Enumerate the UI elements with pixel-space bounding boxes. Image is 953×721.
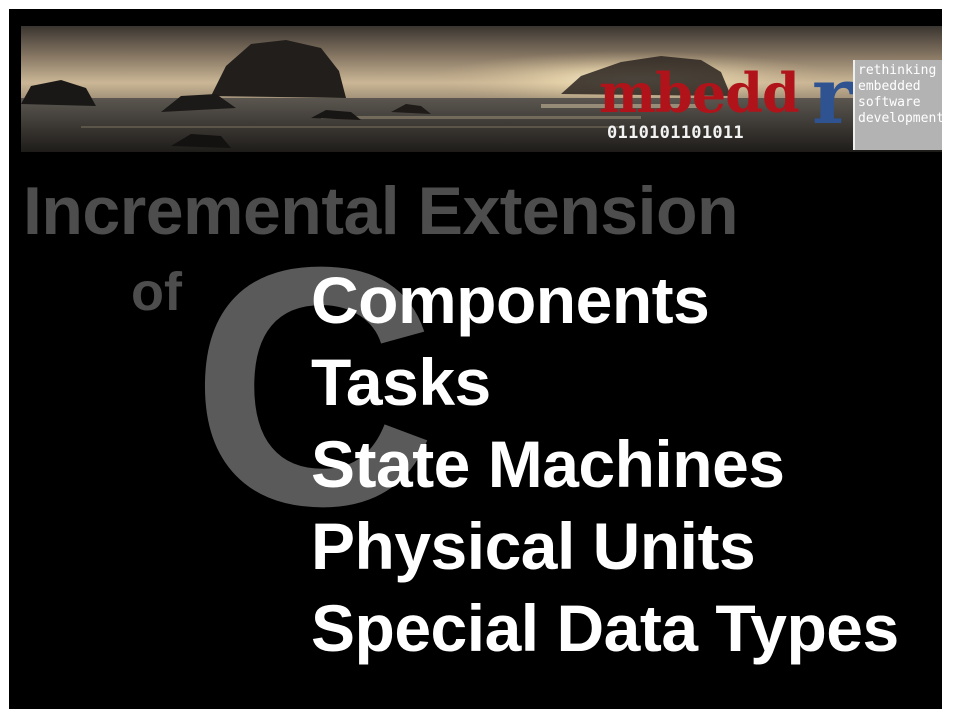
tagline-line: development	[858, 111, 942, 126]
slide: mbedd r 0110101101011 rethinking embedde…	[9, 9, 942, 709]
tagline-line: embedded	[858, 79, 921, 94]
logo-wordmark: mbedd	[599, 61, 800, 125]
tagline-box: rethinking embedded software development	[853, 60, 942, 150]
feature-item: Components	[311, 263, 710, 337]
header-banner: mbedd r 0110101101011 rethinking embedde…	[21, 26, 942, 152]
tagline-line: rethinking	[858, 63, 937, 78]
title-of: of	[131, 262, 182, 322]
sunset-beach-photo	[21, 26, 942, 152]
feature-item: State Machines	[311, 427, 785, 501]
logo-binary-text: 0110101101011	[607, 123, 744, 143]
big-c-letter: C	[191, 197, 437, 577]
feature-item: Tasks	[311, 345, 491, 419]
feature-item: Special Data Types	[311, 591, 899, 665]
feature-item: Physical Units	[311, 509, 756, 583]
tagline-line: software	[858, 95, 921, 110]
slide-title: Incremental Extension	[23, 173, 739, 249]
feature-list: Components Tasks State Machines Physical…	[311, 259, 899, 669]
logo-letter-r: r	[812, 51, 854, 142]
